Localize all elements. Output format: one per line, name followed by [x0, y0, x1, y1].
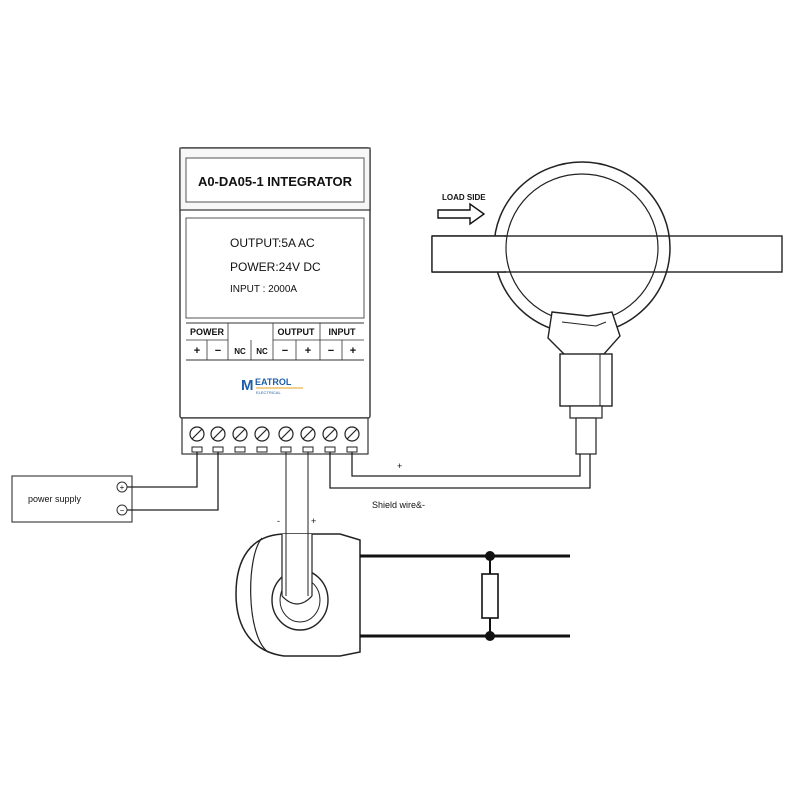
load-circuit — [360, 551, 570, 641]
coil-cable-gland — [575, 417, 597, 455]
terminal-lead-6 — [302, 446, 314, 453]
input-plus-label: + — [397, 461, 402, 471]
screw-slot-8 — [346, 428, 358, 440]
load-side-indicator: LOAD SIDE — [437, 193, 486, 226]
input-minus-sign: − — [328, 345, 334, 357]
ct-plus-label: + — [311, 516, 316, 526]
current-transformer — [235, 533, 361, 657]
psu-plus-sign: + — [120, 483, 125, 492]
input-plus-sign: + — [350, 345, 356, 357]
screw-slot-3 — [234, 428, 246, 440]
power-plus-sign: + — [194, 345, 200, 357]
power-supply: power supply + − — [11, 475, 133, 523]
screw-slot-6 — [302, 428, 314, 440]
device-title: A0-DA05-1 INTEGRATOR — [198, 174, 353, 189]
terminal-screws — [189, 426, 360, 453]
psu-minus-sign: − — [120, 506, 125, 515]
terminal-lead-5 — [280, 446, 292, 453]
brand-name: EATROL — [255, 377, 292, 387]
power-plus-wire — [127, 452, 198, 488]
rogowski-coil-assembly — [431, 161, 783, 455]
load-side-label: LOAD SIDE — [442, 193, 486, 202]
power-spec: POWER:24V DC — [230, 260, 321, 274]
terminal-lead-2 — [212, 446, 224, 453]
junction-dot-top — [485, 551, 495, 561]
screw-slot-7 — [324, 428, 336, 440]
input-shield-wire — [329, 452, 591, 489]
terminal-lead-1 — [191, 446, 203, 453]
output-plus-sign: + — [305, 345, 311, 357]
brand-sub: ELECTRICAL — [256, 390, 281, 395]
terminal-lead-7 — [324, 446, 336, 453]
terminal-lead-3 — [234, 446, 246, 453]
terminal-lead-8 — [346, 446, 358, 453]
title-plate — [185, 157, 365, 203]
power-minus-sign: − — [215, 345, 221, 357]
screw-slot-1 — [191, 428, 203, 440]
spec-panel — [185, 217, 365, 319]
input-plus-wire — [351, 452, 581, 477]
load-side-arrow-icon — [437, 202, 486, 226]
terminal-lead-4 — [256, 446, 268, 453]
screw-slot-5 — [280, 428, 292, 440]
junction-dot-bottom — [485, 631, 495, 641]
power-supply-box — [11, 475, 133, 523]
coil-clasp — [547, 311, 621, 357]
nc-label-1: NC — [234, 347, 246, 356]
shield-wire-label: Shield wire&- — [372, 500, 425, 510]
terminal-block — [181, 417, 369, 455]
coil-connector — [559, 353, 613, 407]
output-minus-sign: − — [282, 345, 288, 357]
nc-label-2: NC — [256, 347, 268, 356]
meatrol-logo: M EATROL ELECTRICAL — [241, 377, 303, 395]
ct-minus-label: - — [277, 516, 280, 526]
input-spec: INPUT : 2000A — [230, 284, 297, 295]
power-supply-label: power supply — [28, 494, 82, 504]
screw-slot-4 — [256, 428, 268, 440]
output-group-label: OUTPUT — [278, 327, 316, 337]
power-group-label: POWER — [190, 327, 225, 337]
integrator-module: A0-DA05-1 INTEGRATOR OUTPUT:5A AC POWER:… — [179, 147, 371, 455]
output-spec: OUTPUT:5A AC — [230, 236, 315, 250]
power-minus-wire — [127, 452, 219, 511]
input-group-label: INPUT — [329, 327, 357, 337]
screw-slot-2 — [212, 428, 224, 440]
load-resistor — [481, 573, 499, 619]
brand-initial: M — [241, 377, 254, 394]
